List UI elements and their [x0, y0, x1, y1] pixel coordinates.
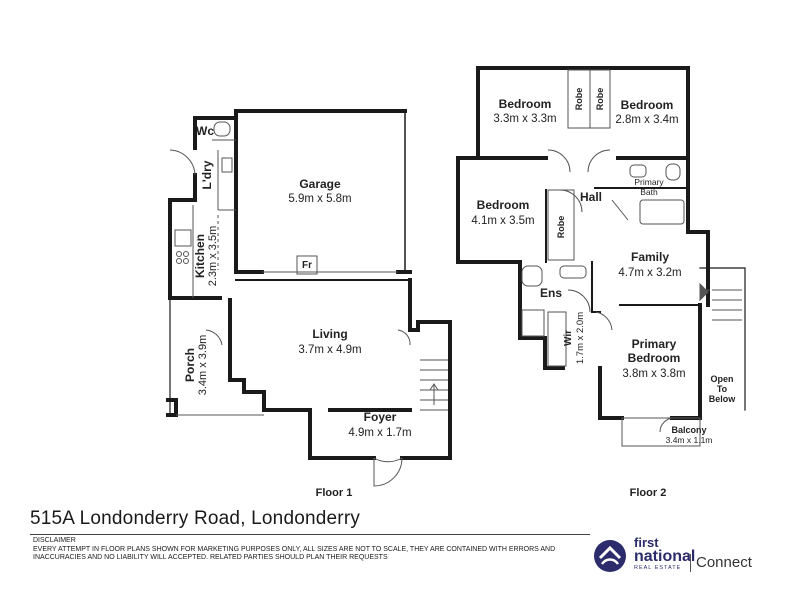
open-to-below-line1: Open	[710, 374, 733, 384]
robe-b-label: Robe	[595, 88, 605, 111]
room-bedroom-a-label: Bedroom	[499, 97, 552, 111]
agency-logo: first national REAL ESTATE Connect	[590, 532, 780, 588]
brand-national: national	[634, 548, 696, 565]
brand-divider	[690, 554, 691, 572]
room-ensuite-label: Ens	[540, 286, 562, 300]
brand-first: first	[634, 535, 659, 550]
agency-emblem-icon	[594, 540, 626, 572]
room-balcony-size: 3.4m x 1.1m	[666, 435, 713, 445]
room-laundry-label: L'dry	[200, 160, 214, 189]
open-to-below-line3: Below	[709, 394, 737, 404]
disclaimer-text: Every attempt in floor plans shown for m…	[33, 546, 556, 562]
room-bedroom-b-label: Bedroom	[621, 98, 674, 112]
room-kitchen-size: 2.3m x 3.5m	[207, 226, 219, 287]
room-primary-bath-line2: Bath	[640, 187, 658, 197]
room-garage-label: Garage	[299, 177, 341, 191]
room-kitchen-label: Kitchen	[193, 234, 207, 278]
robe-c-label: Robe	[556, 216, 566, 239]
room-bedroom-a-size: 3.3m x 3.3m	[493, 113, 556, 125]
room-living-label: Living	[312, 327, 347, 341]
room-wir-label: Wir	[563, 330, 574, 346]
floor-plan-drawing: Wc L'dry Garage 5.9m x 5.8m Fr Kitchen 2…	[166, 66, 746, 499]
room-bedroom-b-size: 2.8m x 3.4m	[615, 114, 678, 126]
room-family-size: 4.7m x 3.2m	[618, 267, 681, 279]
room-porch-label: Porch	[183, 348, 197, 382]
disclaimer-heading: DISCLAIMER	[33, 537, 76, 544]
robe-a-label: Robe	[574, 88, 584, 111]
room-primary-bedroom-line1: Primary	[632, 337, 677, 351]
room-bedroom-c-size: 4.1m x 3.5m	[471, 215, 534, 227]
room-wir-size: 1.7m x 2.0m	[575, 312, 586, 364]
room-foyer-size: 4.9m x 1.7m	[348, 427, 411, 439]
hall-label: Hall	[580, 190, 602, 204]
brand-real-estate: REAL ESTATE	[634, 565, 682, 571]
floor-1-details	[169, 121, 448, 487]
room-living-size: 3.7m x 4.9m	[298, 344, 361, 356]
brand-connect: Connect	[696, 554, 752, 571]
floor-1-label: Floor 1	[316, 487, 353, 499]
room-balcony-label: Balcony	[671, 425, 706, 435]
room-family-label: Family	[631, 250, 669, 264]
open-to-below-line2: To	[717, 384, 728, 394]
room-primary-bath-line1: Primary	[634, 177, 664, 187]
floor-2-label: Floor 2	[630, 487, 667, 499]
floor-2-details	[521, 69, 742, 447]
floor-2-walls	[456, 66, 746, 420]
room-bedroom-c-label: Bedroom	[477, 198, 530, 212]
room-primary-bedroom-size: 3.8m x 3.8m	[622, 368, 685, 380]
property-address: 515A Londonderry Road, Londonderry	[30, 508, 361, 529]
floor-1-walls	[166, 109, 452, 460]
room-porch-size: 3.4m x 3.9m	[197, 335, 209, 396]
fridge-label: Fr	[302, 260, 312, 271]
room-foyer-label: Foyer	[364, 410, 397, 424]
room-primary-bedroom-line2: Bedroom	[628, 351, 681, 365]
room-wc-label: Wc	[196, 124, 214, 138]
room-garage-size: 5.9m x 5.8m	[288, 193, 351, 205]
divider	[30, 534, 590, 535]
